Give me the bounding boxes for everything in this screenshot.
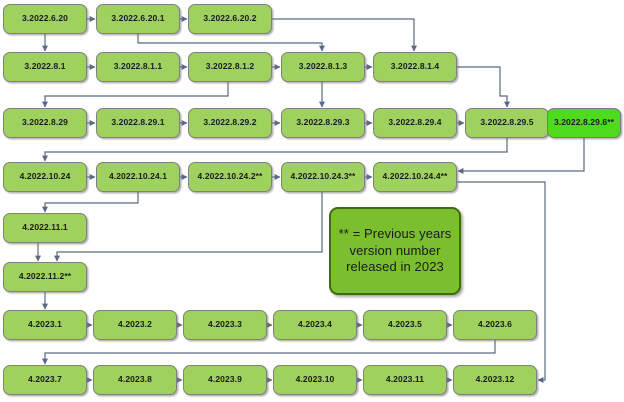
node-n22[interactable]: 4.2022.11.2** [3,262,87,292]
node-label: 3.2022.8.29.2 [203,117,257,128]
node-label: 4.2022.10.24.4** [382,171,448,182]
node-n3[interactable]: 3.2022.6.20.2 [188,4,272,34]
node-label: 3.2022.8.1.4 [390,61,440,72]
node-label: 4.2023.11 [385,374,425,385]
node-n9[interactable]: 3.2022.8.29 [3,108,87,138]
node-label: 4.2023.10 [295,374,335,385]
node-n34[interactable]: 4.2023.12 [453,365,537,395]
node-n19[interactable]: 4.2022.10.24.3** [281,162,365,192]
node-label: ** = Previous years version number relea… [338,226,452,275]
node-label: 4.2023.3 [208,319,242,330]
node-label: 3.2022.8.29.1 [111,117,165,128]
node-n14[interactable]: 3.2022.8.29.5 [465,108,549,138]
node-label: 4.2023.9 [208,374,242,385]
node-n12[interactable]: 3.2022.8.29.3 [281,108,365,138]
node-n25[interactable]: 4.2023.3 [183,310,267,340]
node-label: 4.2023.5 [388,319,422,330]
node-n17[interactable]: 4.2022.10.24.1 [96,162,180,192]
node-label: 4.2023.7 [28,374,62,385]
node-n10[interactable]: 3.2022.8.29.1 [96,108,180,138]
node-label: 4.2023.12 [475,374,515,385]
node-label: 3.2022.8.1.2 [205,61,255,72]
node-label: 4.2023.1 [28,319,62,330]
node-n11[interactable]: 3.2022.8.29.2 [188,108,272,138]
node-n33[interactable]: 4.2023.11 [363,365,447,395]
node-label: 4.2022.10.24.3** [290,171,356,182]
node-n21[interactable]: 4.2022.11.1 [3,213,87,243]
node-n2[interactable]: 3.2022.6.20.1 [96,4,180,34]
node-label: 4.2023.8 [118,374,152,385]
node-n30[interactable]: 4.2023.8 [93,365,177,395]
node-label: 3.2022.8.1.1 [113,61,163,72]
node-n1[interactable]: 3.2022.6.20 [3,4,87,34]
node-label: 3.2022.8.29.4 [388,117,442,128]
node-n6[interactable]: 3.2022.8.1.2 [188,52,272,82]
node-n23[interactable]: 4.2023.1 [3,310,87,340]
node-n26[interactable]: 4.2023.4 [273,310,357,340]
node-legend[interactable]: ** = Previous years version number relea… [329,207,461,295]
node-n4[interactable]: 3.2022.8.1 [3,52,87,82]
node-label: 3.2022.8.29 [21,117,68,128]
node-label: 4.2022.11.2** [18,271,72,282]
node-label: 3.2022.8.1 [24,61,66,72]
node-n27[interactable]: 4.2023.5 [363,310,447,340]
node-label: 4.2023.2 [118,319,152,330]
node-n29[interactable]: 4.2023.7 [3,365,87,395]
node-label: 3.2022.6.20.2 [203,13,257,24]
node-n8[interactable]: 3.2022.8.1.4 [373,52,457,82]
node-label: 4.2023.6 [478,319,512,330]
node-n28[interactable]: 4.2023.6 [453,310,537,340]
node-n15[interactable]: 3.2022.8.29.6** [547,108,621,138]
node-label: 4.2022.10.24.1 [108,171,168,182]
node-n7[interactable]: 3.2022.8.1.3 [281,52,365,82]
node-label: 3.2022.6.20 [21,13,68,24]
node-label: 4.2022.11.1 [22,222,68,233]
node-n18[interactable]: 4.2022.10.24.2** [188,162,272,192]
node-label: 3.2022.8.1.3 [298,61,348,72]
node-n31[interactable]: 4.2023.9 [183,365,267,395]
node-n20[interactable]: 4.2022.10.24.4** [373,162,457,192]
node-n32[interactable]: 4.2023.10 [273,365,357,395]
node-label: 3.2022.8.29.5 [480,117,534,128]
node-n24[interactable]: 4.2023.2 [93,310,177,340]
node-label: 3.2022.8.29.6** [553,117,615,128]
node-label: 4.2023.4 [298,319,332,330]
node-n16[interactable]: 4.2022.10.24 [3,162,87,192]
node-label: 3.2022.8.29.3 [296,117,350,128]
node-label: 4.2022.10.24 [19,171,71,182]
node-label: 3.2022.6.20.1 [111,13,165,24]
node-label: 4.2022.10.24.2** [197,171,263,182]
node-n13[interactable]: 3.2022.8.29.4 [373,108,457,138]
node-n5[interactable]: 3.2022.8.1.1 [96,52,180,82]
